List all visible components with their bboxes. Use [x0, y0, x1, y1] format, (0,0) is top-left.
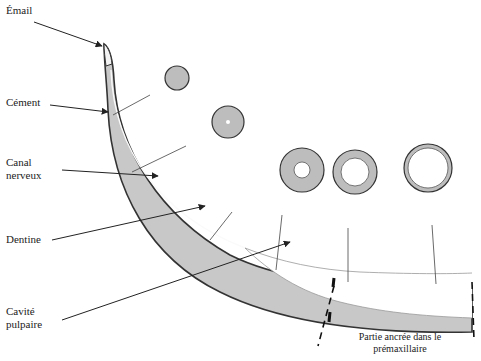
section-leader	[210, 212, 232, 240]
cross-section-core	[226, 120, 230, 124]
cross-section	[280, 148, 324, 192]
tusk-body	[104, 44, 472, 332]
pulp-edge	[245, 248, 472, 274]
dashed-line	[318, 286, 334, 346]
part-label: Partie ancrée dans le prémaxillaire	[340, 331, 460, 354]
pulp-edge	[245, 248, 472, 318]
section-leader	[276, 215, 282, 270]
part-label: Émail	[6, 4, 66, 17]
cross-section-core	[294, 162, 310, 178]
part-label: Cément	[6, 96, 66, 109]
label-arrow	[62, 242, 290, 320]
section-leader	[132, 146, 186, 172]
section-leader	[432, 225, 436, 284]
label-arrow	[62, 170, 158, 176]
cross-section-core	[408, 148, 448, 188]
part-label: Dentine	[6, 233, 66, 246]
section-mark	[329, 312, 330, 322]
cross-section	[212, 106, 244, 138]
enamel-tip	[104, 44, 112, 66]
section-mark	[333, 278, 334, 287]
dashed-line	[472, 282, 474, 340]
label-arrow	[52, 206, 205, 240]
nerve-canal	[111, 70, 245, 248]
section-leader	[348, 228, 349, 282]
cross-section	[404, 144, 452, 192]
part-label: Cavité pulpaire	[6, 305, 61, 330]
cross-section-core	[341, 158, 369, 186]
section-leader	[113, 95, 150, 115]
pulp-cavity	[245, 248, 472, 318]
cross-section	[333, 150, 377, 194]
label-arrow	[34, 22, 102, 46]
label-arrow	[50, 105, 108, 112]
cross-section	[165, 66, 189, 90]
part-label: Canal nerveux	[6, 156, 58, 181]
